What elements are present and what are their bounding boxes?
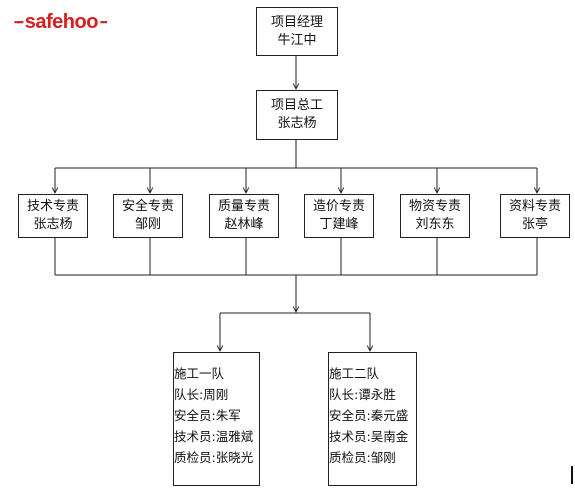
- logo-dots-left: ▪▪▪▪: [14, 17, 24, 27]
- node-title: 技术专责: [26, 199, 79, 214]
- node-person: 张亭: [521, 217, 548, 232]
- node-team-two: 施工二队 队长:谭永胜 安全员:秦元盛 技术员:吴南金 质检员:邹刚: [328, 352, 417, 486]
- team-technician: 技术员:吴南金: [329, 429, 409, 444]
- node-project-manager: 项目经理 牛江中: [256, 7, 338, 56]
- node-dept-materials: 物资专责 刘东东: [400, 194, 470, 238]
- node-person: 张志杨: [277, 116, 317, 131]
- node-dept-quality: 质量专责 赵林峰: [209, 194, 279, 238]
- node-dept-safety: 安全专责 邹刚: [113, 194, 183, 238]
- node-person: 牛江中: [277, 32, 317, 48]
- node-dept-technical: 技术专责 张志杨: [18, 194, 88, 238]
- node-person: 丁建峰: [319, 217, 359, 232]
- site-logo: ▪▪▪▪ safehoo ▪▪▪: [14, 10, 107, 34]
- logo-dots-right: ▪▪▪: [99, 17, 108, 27]
- node-dept-cost: 造价专责 丁建峰: [304, 194, 374, 238]
- team-safety-officer: 安全员:朱军: [174, 408, 241, 423]
- team-inspector: 质检员:张晓光: [174, 450, 254, 465]
- node-title: 资料专责: [508, 199, 561, 214]
- node-title: 安全专责: [121, 199, 174, 214]
- team-leader: 队长:谭永胜: [329, 387, 396, 402]
- node-person: 张志杨: [33, 217, 73, 232]
- logo-text: safehoo: [24, 10, 99, 33]
- node-title: 项目总工: [270, 98, 323, 113]
- node-person: 赵林峰: [224, 217, 264, 232]
- team-safety-officer: 安全员:秦元盛: [329, 408, 409, 423]
- node-title: 物资专责: [408, 199, 461, 214]
- node-person: 邹刚: [134, 217, 161, 232]
- text-cursor: [571, 466, 573, 484]
- node-title: 质量专责: [217, 199, 270, 214]
- team-name: 施工二队: [329, 366, 380, 381]
- team-inspector: 质检员:邹刚: [329, 450, 396, 465]
- node-title: 造价专责: [312, 199, 365, 214]
- team-technician: 技术员:温雅斌: [174, 429, 254, 444]
- node-dept-documents: 资料专责 张亭: [500, 194, 570, 238]
- node-person: 刘东东: [415, 217, 455, 232]
- node-title: 项目经理: [270, 14, 323, 30]
- team-leader: 队长:周刚: [174, 387, 229, 402]
- node-chief-engineer: 项目总工 张志杨: [256, 90, 338, 140]
- team-name: 施工一队: [174, 366, 225, 381]
- node-team-one: 施工一队 队长:周刚 安全员:朱军 技术员:温雅斌 质检员:张晓光: [173, 352, 260, 486]
